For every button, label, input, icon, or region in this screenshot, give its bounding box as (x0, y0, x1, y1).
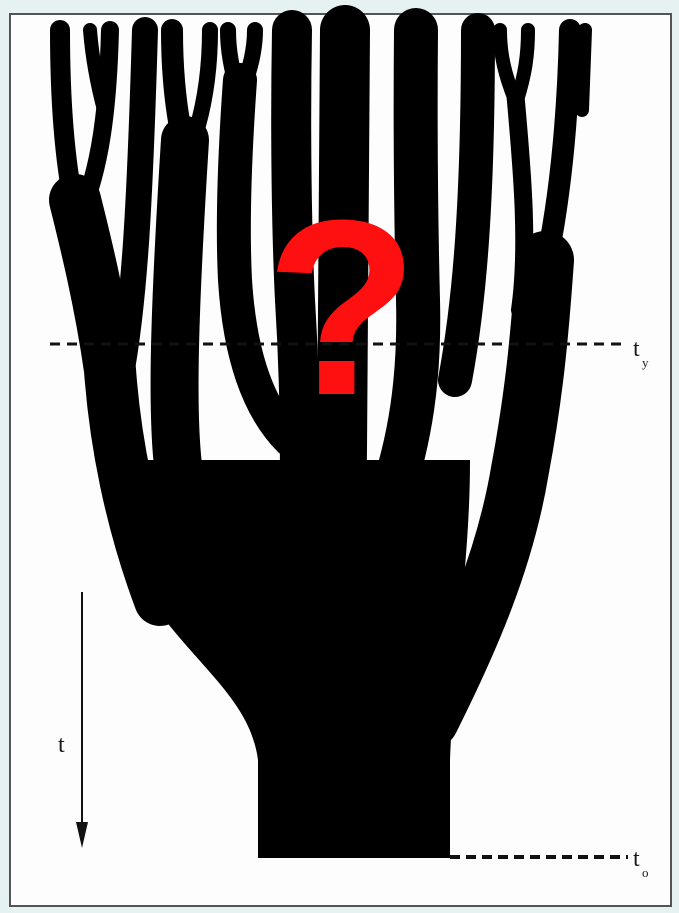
twig-lc1 (172, 30, 185, 150)
label-ty-sub: y (642, 355, 649, 370)
time-axis-label: t (58, 732, 65, 758)
question-mark: ? (266, 168, 419, 447)
twig-r5 (582, 30, 585, 110)
label-ty-main: t (633, 336, 640, 362)
label-t0-main: t (633, 846, 640, 872)
label-t0-sub: o (642, 865, 649, 880)
twig-r2 (515, 90, 524, 310)
